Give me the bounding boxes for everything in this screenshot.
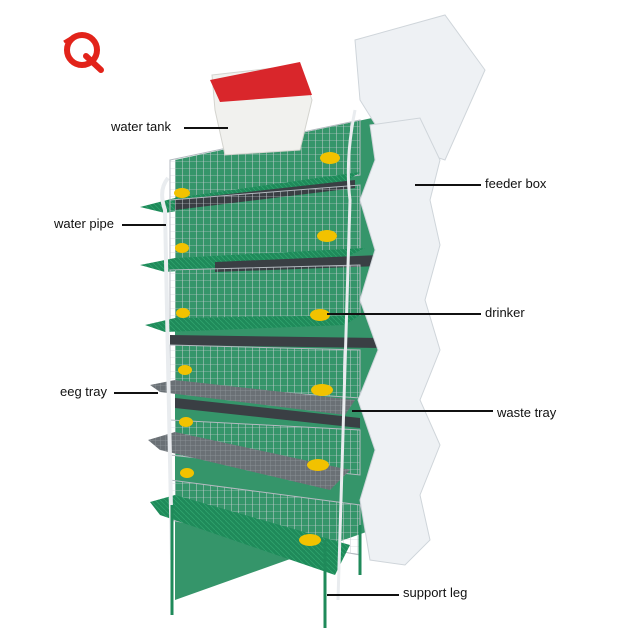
- drinker-icon: [179, 417, 193, 427]
- leader-water-pipe: [122, 224, 166, 226]
- drinker-icon: [176, 308, 190, 318]
- drinker-icon: [299, 534, 321, 546]
- drinker-icon: [310, 309, 330, 321]
- label-drinker: drinker: [485, 305, 525, 320]
- label-feeder-box: feeder box: [485, 176, 547, 191]
- drinker-icon: [180, 468, 194, 478]
- drinker-icon: [307, 459, 329, 471]
- drinker-icon: [174, 188, 190, 198]
- leader-feeder-box: [415, 184, 481, 186]
- label-support-leg: support leg: [403, 585, 468, 600]
- leader-water-tank: [184, 127, 228, 129]
- leader-eeg-tray: [114, 392, 158, 394]
- drinker-icon: [317, 230, 337, 242]
- label-eeg-tray: eeg tray: [60, 384, 107, 399]
- water-tank: [210, 62, 313, 156]
- drinker-icon: [311, 384, 333, 396]
- label-water-pipe: water pipe: [54, 216, 114, 231]
- drinker-icon: [175, 243, 189, 253]
- drinkers: [174, 152, 340, 546]
- leader-waste-tray: [352, 410, 493, 412]
- support-legs: [170, 505, 362, 628]
- drinker-icon: [320, 152, 340, 164]
- label-water-tank: water tank: [111, 119, 171, 134]
- drinker-icon: [178, 365, 192, 375]
- leader-support-leg: [327, 594, 399, 596]
- q-brand-logo: [63, 32, 104, 73]
- water-pipe: [160, 109, 357, 601]
- cage-tier-3: [145, 264, 380, 348]
- feeder-box: [354, 14, 486, 566]
- leader-drinker: [327, 313, 481, 315]
- cage-tiers: [140, 119, 380, 575]
- label-waste-tray: waste tray: [497, 405, 557, 420]
- cage-tier-4: [150, 344, 361, 428]
